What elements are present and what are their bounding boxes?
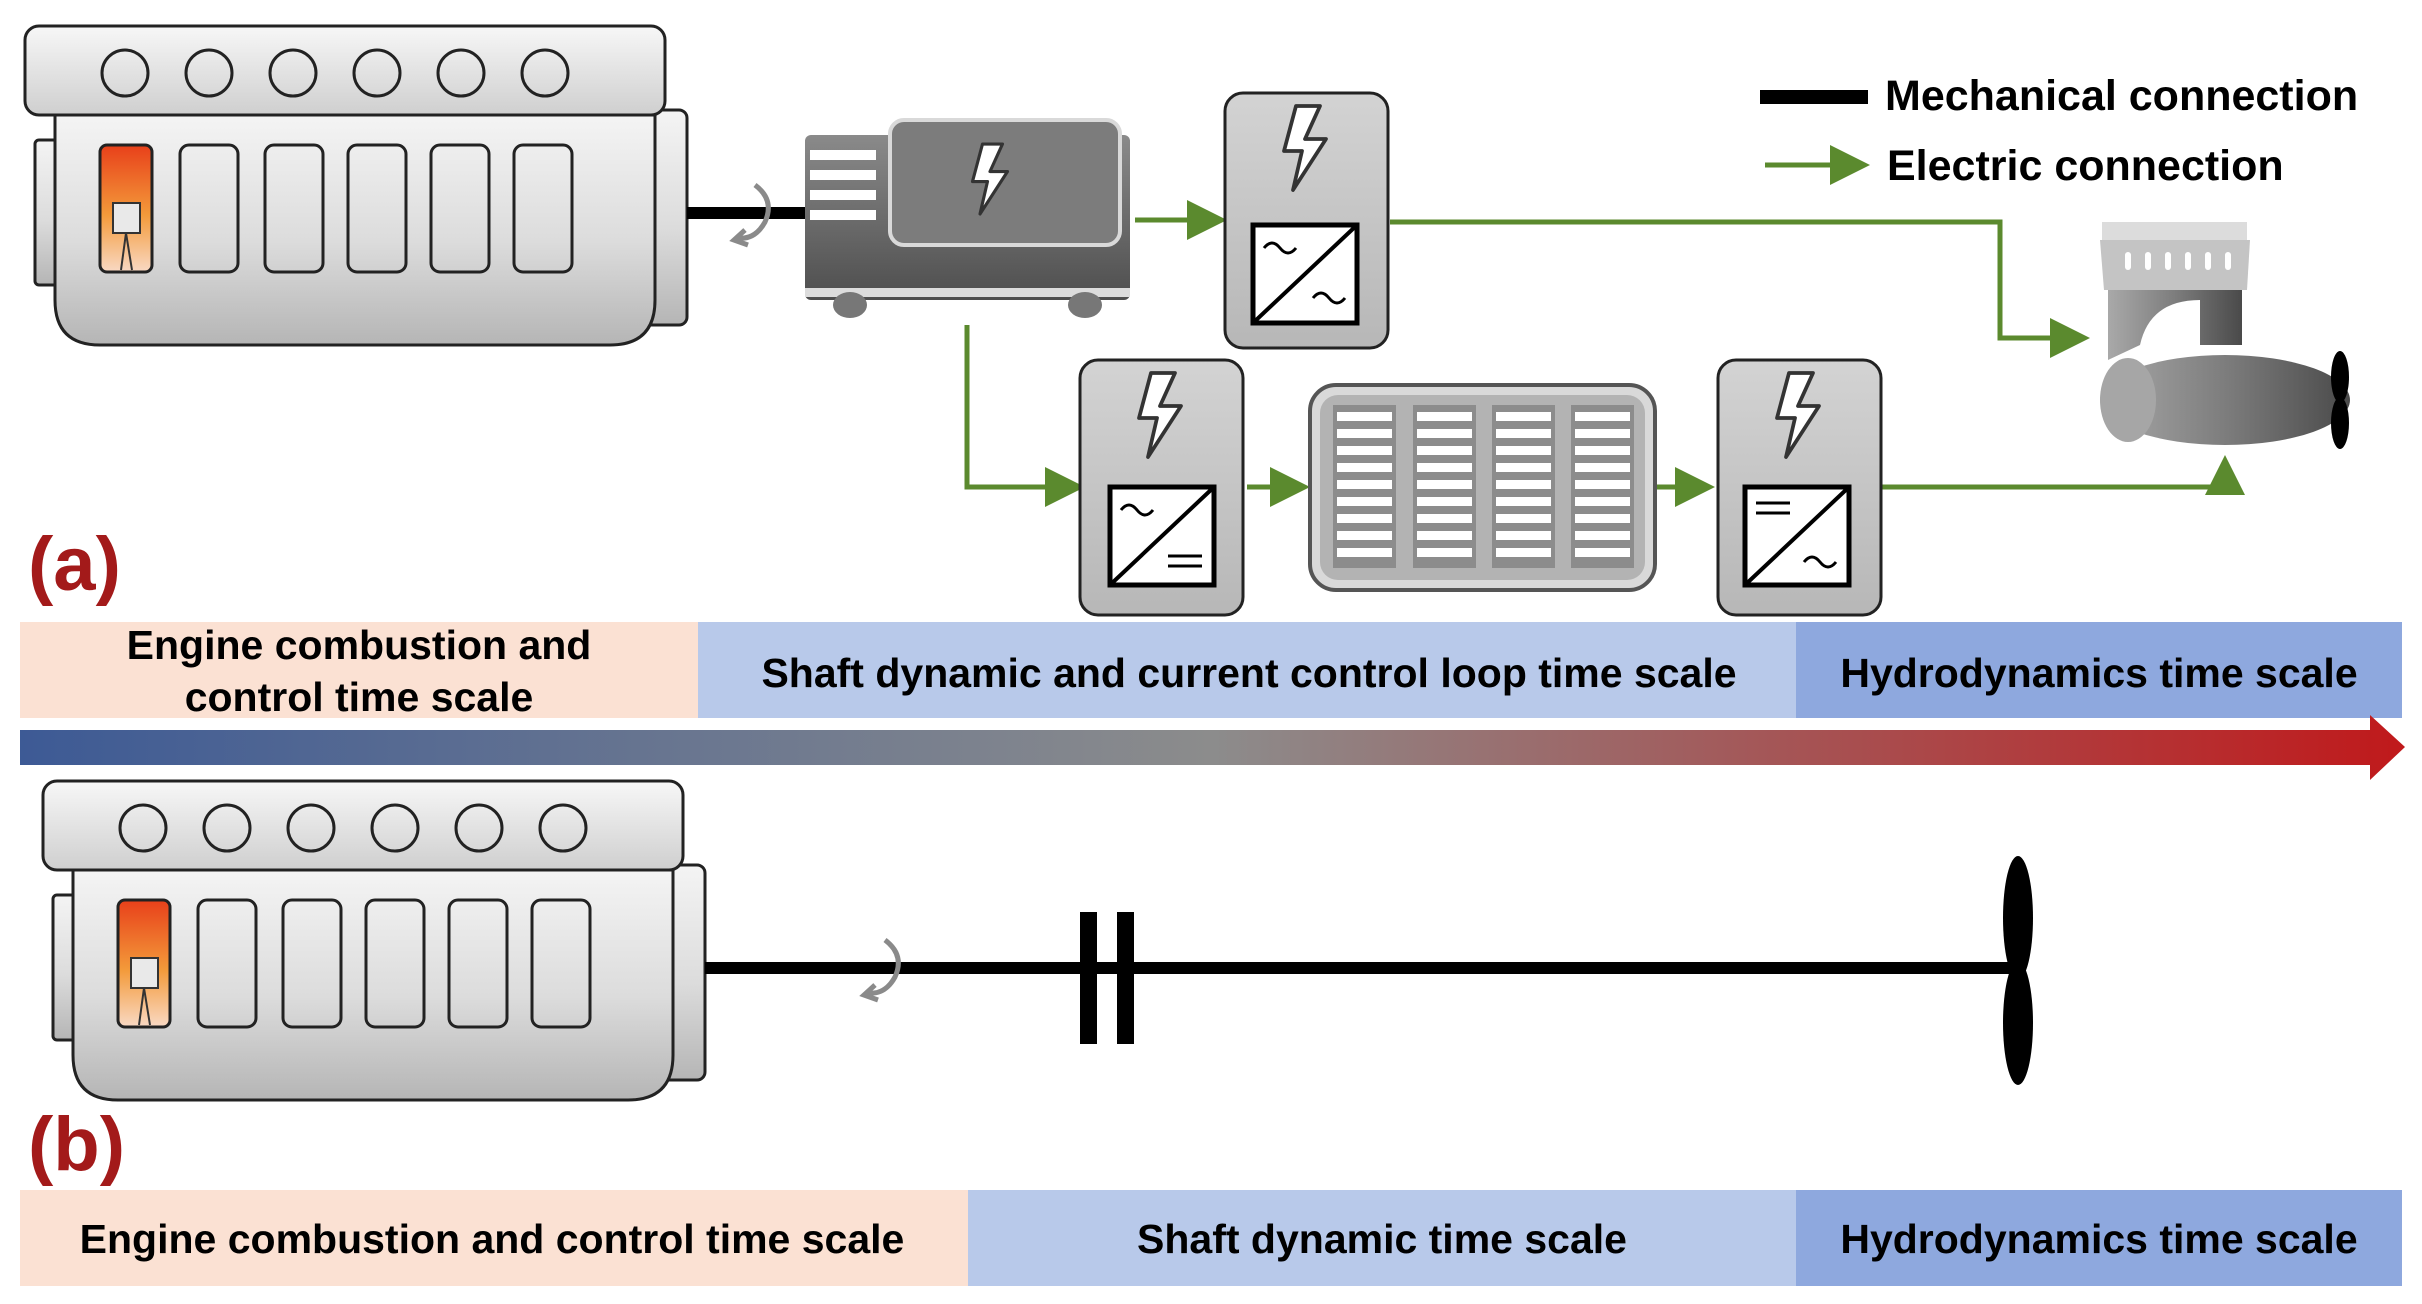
pod-propulsor-icon xyxy=(2100,222,2350,445)
part-a-label: (a) xyxy=(28,522,121,607)
band-b-shaft: Shaft dynamic time scale xyxy=(1137,1216,1627,1262)
time-scale-bands-b: Engine combustion and control time scale… xyxy=(20,1190,2402,1286)
band-a-shaft: Shaft dynamic and current control loop t… xyxy=(761,650,1736,696)
legend-mechanical-label: Mechanical connection xyxy=(1885,72,2358,120)
rotation-arrow-icon xyxy=(859,938,901,1003)
propeller-icon xyxy=(2331,351,2349,449)
time-arrow xyxy=(20,715,2405,780)
band-a-engine-line1: Engine combustion and xyxy=(127,622,592,668)
propeller-icon xyxy=(2003,856,2033,1085)
time-scale-bands-a: Engine combustion and control time scale… xyxy=(20,622,2402,720)
flexible-coupling-icon xyxy=(1080,912,1134,1044)
band-a-hydro: Hydrodynamics time scale xyxy=(1840,650,2357,696)
part-b-label: (b) xyxy=(28,1102,125,1187)
electric-wiring xyxy=(964,200,2245,507)
ac-dc-converter-icon xyxy=(1078,358,1245,617)
legend-electric-label: Electric connection xyxy=(1887,142,2284,190)
band-b-hydro: Hydrodynamics time scale xyxy=(1840,1216,2357,1262)
rotation-arrow-icon xyxy=(729,183,771,248)
dc-ac-converter-icon xyxy=(1716,358,1883,617)
engine-icon xyxy=(23,24,689,347)
legend: Mechanical connection Electric connectio… xyxy=(1760,72,2358,190)
battery-icon xyxy=(1308,383,1657,592)
generator-icon xyxy=(805,118,1130,318)
engine-icon xyxy=(41,779,707,1102)
band-b-engine: Engine combustion and control time scale xyxy=(80,1216,905,1262)
band-a-engine-line2: control time scale xyxy=(185,674,534,720)
ac-ac-converter-icon xyxy=(1223,91,1390,350)
